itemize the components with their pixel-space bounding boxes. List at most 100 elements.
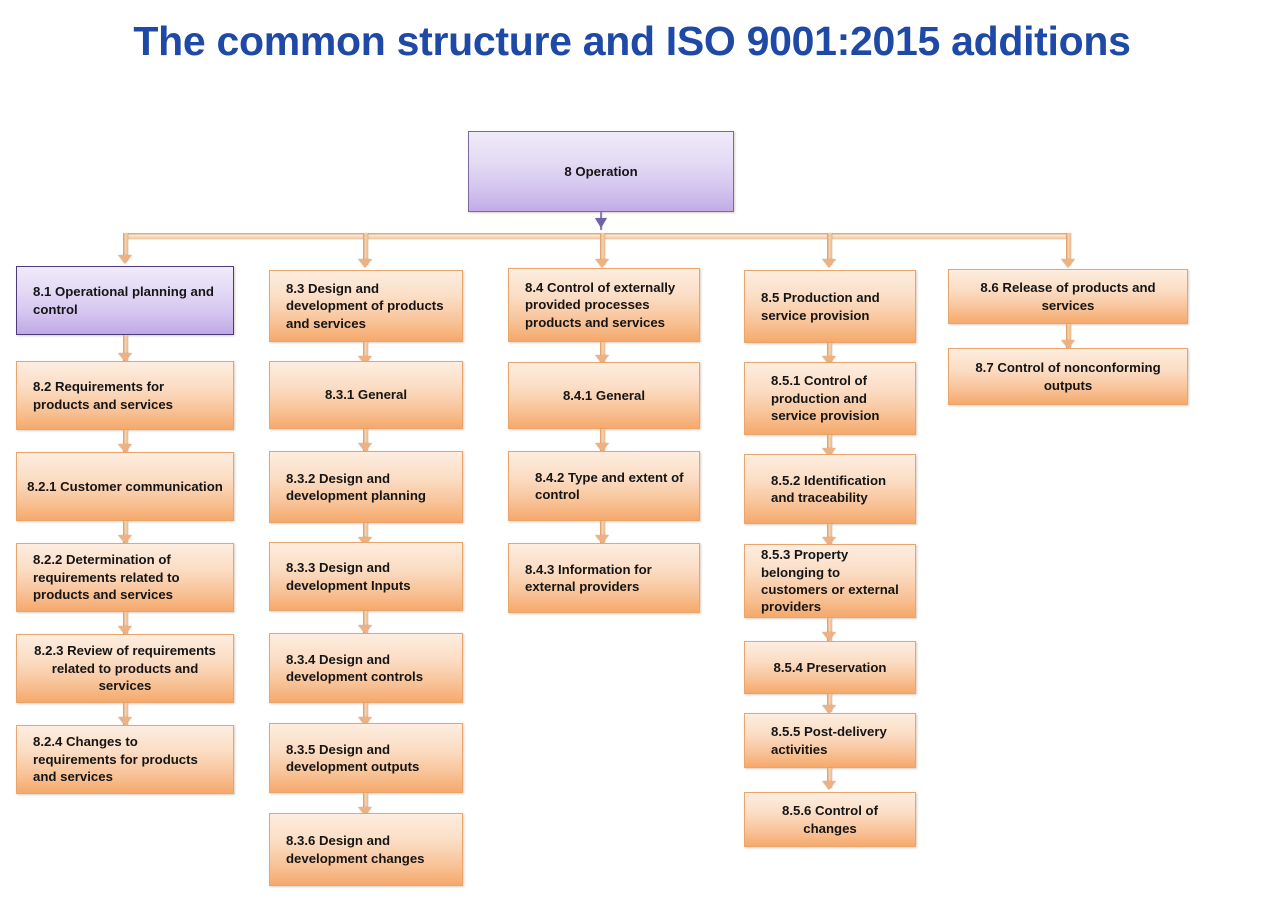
connector-8-5-4-to-8-5-5-arrowhead: [822, 705, 836, 714]
node-8-4-1[interactable]: 8.4.1 General: [508, 362, 700, 429]
connector-drop-col1-arrowhead: [118, 255, 132, 264]
node-label: 8.3.3 Design and development Inputs: [286, 560, 411, 593]
node-8-5-6[interactable]: 8.5.6 Control of changes: [744, 792, 916, 847]
node-label: 8.2.1 Customer communication: [27, 478, 223, 494]
node-8-5[interactable]: 8.5 Production and service provision: [744, 270, 916, 343]
page-title: The common structure and ISO 9001:2015 a…: [133, 18, 1131, 64]
connector-8-3-1-to-8-3-2-arrowhead: [358, 443, 372, 452]
node-8-1[interactable]: 8.1 Operational planning and control: [16, 266, 234, 335]
node-label: 8.5.3 Property belonging to customers or…: [761, 547, 899, 615]
connector-8-1-to-8-2-arrowhead: [118, 353, 132, 362]
connector-8-3-to-8-3-1: [363, 342, 368, 364]
node-8-operation[interactable]: 8 Operation: [468, 131, 734, 212]
node-label: 8.5.2 Identification and traceability: [771, 472, 887, 505]
connector-8-4-2-to-8-4-3-arrowhead: [595, 535, 609, 544]
connector-drop-col4-arrowhead: [822, 259, 836, 268]
node-8-5-5[interactable]: 8.5.5 Post-delivery activities: [744, 713, 916, 768]
connector-bracket-horizontal: [125, 233, 1070, 239]
connector-8-3-4-to-8-3-5: [363, 703, 368, 725]
node-8-7[interactable]: 8.7 Control of nonconforming outputs: [948, 348, 1188, 405]
connector-8-1-to-8-2: [123, 335, 128, 361]
connector-8-4-to-8-4-1-arrowhead: [595, 355, 609, 364]
connector-8-3-5-to-8-3-6: [363, 793, 368, 815]
connector-8-5-to-8-5-1: [827, 343, 832, 364]
connector-8-5-2-to-8-5-3: [827, 524, 832, 545]
node-8-4-2[interactable]: 8.4.2 Type and extent of control: [508, 451, 700, 521]
node-8-4[interactable]: 8.4 Control of externally provided proce…: [508, 268, 700, 342]
node-label: 8.5.6 Control of changes: [782, 803, 878, 836]
node-8-5-2[interactable]: 8.5.2 Identification and traceability: [744, 454, 916, 524]
connector-8-5-3-to-8-5-4: [827, 618, 832, 641]
node-8-5-4[interactable]: 8.5.4 Preservation: [744, 641, 916, 694]
connector-8-5-2-to-8-5-3-arrowhead: [822, 537, 836, 546]
node-label: 8.3.6 Design and development changes: [286, 833, 425, 866]
connector-8-6-to-8-7-arrowhead: [1061, 340, 1075, 349]
node-8-2-3[interactable]: 8.2.3 Review of requirements related to …: [16, 634, 234, 703]
node-label: 8.3 Design and development of products a…: [286, 280, 444, 331]
connector-8-2-to-8-2-1-arrowhead: [118, 444, 132, 453]
node-label: 8.1 Operational planning and control: [33, 284, 214, 317]
connector-8-2-3-to-8-2-4: [123, 703, 128, 725]
node-label: 8 Operation: [564, 163, 638, 179]
connector-8-4-2-to-8-4-3: [600, 521, 605, 543]
connector-drop-col5: [1066, 233, 1071, 265]
connector-root-arrowhead: [595, 218, 607, 228]
node-8-3-5[interactable]: 8.3.5 Design and development outputs: [269, 723, 463, 793]
node-label: 8.5 Production and service provision: [761, 290, 880, 323]
node-label: 8.2 Requirements for products and servic…: [33, 379, 173, 412]
connector-8-2-2-to-8-2-3: [123, 612, 128, 634]
node-8-3[interactable]: 8.3 Design and development of products a…: [269, 270, 463, 342]
node-label: 8.5.1 Control of production and service …: [771, 373, 880, 424]
node-8-5-1[interactable]: 8.5.1 Control of production and service …: [744, 362, 916, 435]
connector-8-4-1-to-8-4-2-arrowhead: [595, 443, 609, 452]
node-label: 8.2.2 Determination of requirements rela…: [33, 552, 180, 603]
connector-8-3-1-to-8-3-2: [363, 429, 368, 451]
connector-8-5-5-to-8-5-6-arrowhead: [822, 781, 836, 790]
node-8-3-6[interactable]: 8.3.6 Design and development changes: [269, 813, 463, 886]
connector-8-3-3-to-8-3-4: [363, 611, 368, 633]
connector-8-5-4-to-8-5-5: [827, 694, 832, 712]
connector-8-3-to-8-3-1-arrowhead: [358, 356, 372, 365]
connector-drop-col2: [363, 233, 368, 265]
node-8-2-1[interactable]: 8.2.1 Customer communication: [16, 452, 234, 521]
connector-drop-col4: [827, 233, 832, 265]
connector-drop-col3-arrowhead: [595, 259, 609, 268]
node-label: 8.3.2 Design and development planning: [286, 470, 426, 503]
node-8-3-2[interactable]: 8.3.2 Design and development planning: [269, 451, 463, 523]
connector-8-3-2-to-8-3-3: [363, 523, 368, 545]
connector-8-4-1-to-8-4-2: [600, 429, 605, 451]
node-8-4-3[interactable]: 8.4.3 Information for external providers: [508, 543, 700, 613]
node-8-3-1[interactable]: 8.3.1 General: [269, 361, 463, 429]
node-8-2-4[interactable]: 8.2.4 Changes to requirements for produc…: [16, 725, 234, 794]
connector-drop-col5-arrowhead: [1061, 259, 1075, 268]
node-label: 8.3.5 Design and development outputs: [286, 741, 420, 774]
node-8-5-3[interactable]: 8.5.3 Property belonging to customers or…: [744, 544, 916, 618]
node-label: 8.4.1 General: [562, 387, 646, 403]
connector-8-2-1-to-8-2-2-arrowhead: [118, 535, 132, 544]
connector-8-3-3-to-8-3-4-arrowhead: [358, 625, 372, 634]
node-label: 8.4.2 Type and extent of control: [535, 469, 684, 502]
node-label: 8.4 Control of externally provided proce…: [525, 279, 676, 330]
node-label: 8.2.3 Review of requirements related to …: [34, 643, 216, 694]
node-label: 8.2.4 Changes to requirements for produc…: [33, 734, 198, 785]
connector-8-5-1-to-8-5-2: [827, 435, 832, 456]
connector-8-5-3-to-8-5-4-arrowhead: [822, 632, 836, 641]
connector-8-5-5-to-8-5-6: [827, 768, 832, 788]
node-8-2[interactable]: 8.2 Requirements for products and servic…: [16, 361, 234, 430]
node-8-3-3[interactable]: 8.3.3 Design and development Inputs: [269, 542, 463, 611]
connector-8-2-1-to-8-2-2: [123, 521, 128, 543]
connector-8-5-1-to-8-5-2-arrowhead: [822, 448, 836, 457]
node-label: 8.4.3 Information for external providers: [525, 561, 652, 594]
connector-8-2-to-8-2-1: [123, 430, 128, 452]
node-label: 8.6 Release of products and services: [980, 280, 1156, 313]
node-label: 8.7 Control of nonconforming outputs: [975, 360, 1161, 393]
node-8-3-4[interactable]: 8.3.4 Design and development controls: [269, 633, 463, 703]
connector-drop-col1: [123, 233, 128, 261]
node-8-2-2[interactable]: 8.2.2 Determination of requirements rela…: [16, 543, 234, 612]
node-label: 8.3.1 General: [324, 387, 408, 403]
connector-drop-col3: [600, 233, 605, 265]
connector-8-3-4-to-8-3-5-arrowhead: [358, 717, 372, 726]
connector-8-4-to-8-4-1: [600, 342, 605, 363]
node-8-6[interactable]: 8.6 Release of products and services: [948, 269, 1188, 324]
